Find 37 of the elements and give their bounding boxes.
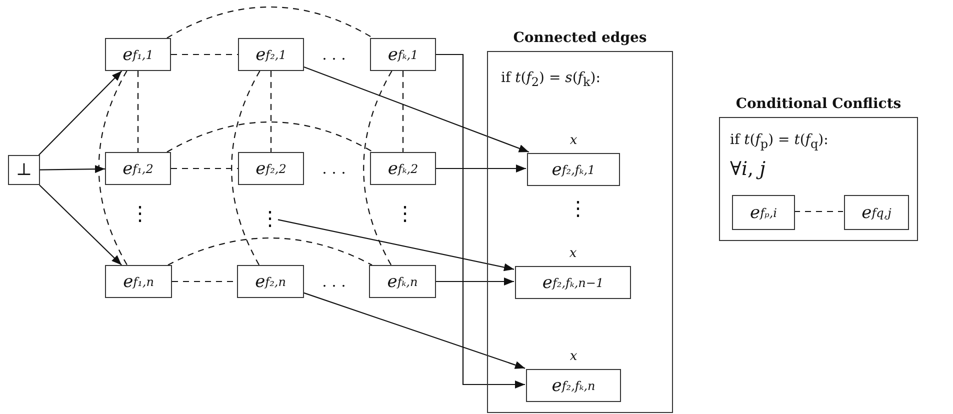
condition-text: ∀i, j [730, 158, 766, 180]
arrow [436, 278, 514, 286]
horizontal-ellipsis: · · · [321, 279, 347, 294]
beside-label: x [568, 349, 578, 364]
connector-line [402, 71, 404, 152]
connector-line [137, 71, 139, 152]
arrow [304, 292, 526, 369]
connector-line [270, 71, 272, 152]
connector-line [168, 238, 372, 266]
vertical-ellipsis: ⋮ [130, 203, 140, 223]
vertical-ellipsis: ⋮ [262, 203, 278, 233]
condition-text: if t(f$_{2}$) = s(f$_{k}$): [501, 70, 600, 89]
connector-line [231, 70, 260, 266]
horizontal-ellipsis: · · · [321, 166, 347, 181]
connector-line [171, 54, 238, 56]
beside-label: x [568, 246, 578, 261]
connector-line [98, 70, 128, 266]
arrow [278, 219, 514, 272]
panel-heading: Connected edges [512, 30, 648, 46]
arrow [436, 164, 526, 172]
horizontal-ellipsis: · · · [321, 52, 347, 67]
arrow [304, 66, 530, 153]
connector-line [171, 168, 238, 170]
vertical-ellipsis: ⋮ [568, 198, 578, 218]
arrow [39, 184, 122, 266]
arrow [40, 165, 105, 174]
bottom-symbol-box: ⊥ [8, 155, 40, 185]
connector-line [166, 122, 374, 152]
condition-text: if t(f$_{p}$) = t(f$_{q}$): [730, 132, 828, 151]
connector-line [166, 6, 374, 38]
arrow [38, 70, 122, 156]
panel-heading: Conditional Conflicts [734, 96, 902, 112]
vertical-ellipsis: ⋮ [395, 203, 405, 223]
connector-line [363, 70, 392, 266]
connector-line [794, 210, 843, 212]
arrow [436, 54, 525, 388]
beside-label: x [568, 133, 578, 148]
